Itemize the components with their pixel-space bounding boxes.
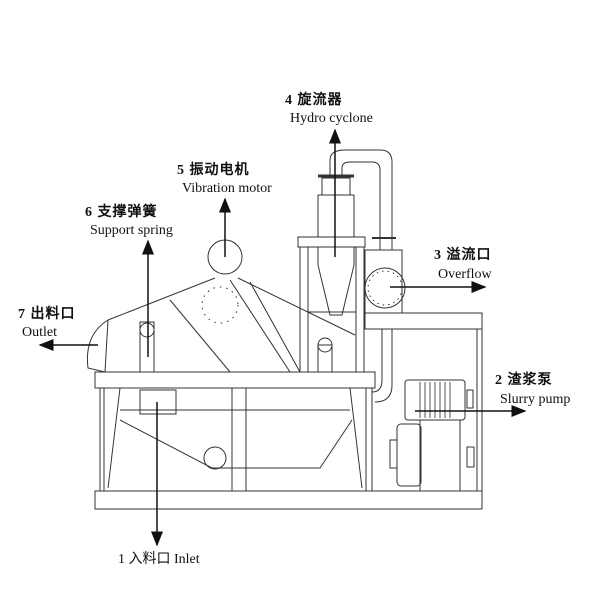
pump-frame (364, 312, 483, 492)
base-frame (94, 371, 483, 510)
hydro-cyclone (297, 149, 396, 372)
inlet-box (139, 389, 177, 415)
outlet-label-en: Outlet (22, 325, 57, 340)
outlet-label-cn: 7 出料口 (18, 307, 76, 322)
overflow-box (364, 249, 406, 314)
overflow-label-en: Overflow (438, 267, 492, 282)
slurry-pump-label-en: Slurry pump (500, 392, 571, 407)
vibration-motor-label-cn: 5 振动电机 (177, 163, 250, 178)
vibrating-screen (86, 277, 356, 373)
hydro-cyclone-label-cn: 4 旋流器 (285, 93, 343, 108)
support-spring-label-en: Support spring (90, 223, 173, 238)
inlet-label: 1 入料口 Inlet (118, 552, 200, 567)
vibration-motor-label-en: Vibration motor (182, 181, 272, 196)
tank-port (203, 446, 227, 470)
support-spring-label-cn: 6 支撑弹簧 (85, 205, 158, 220)
hydro-cyclone-label-en: Hydro cyclone (290, 111, 373, 126)
overflow-label-cn: 3 溢流口 (434, 248, 492, 263)
slurry-pump-label-cn: 2 渣浆泵 (495, 373, 553, 388)
